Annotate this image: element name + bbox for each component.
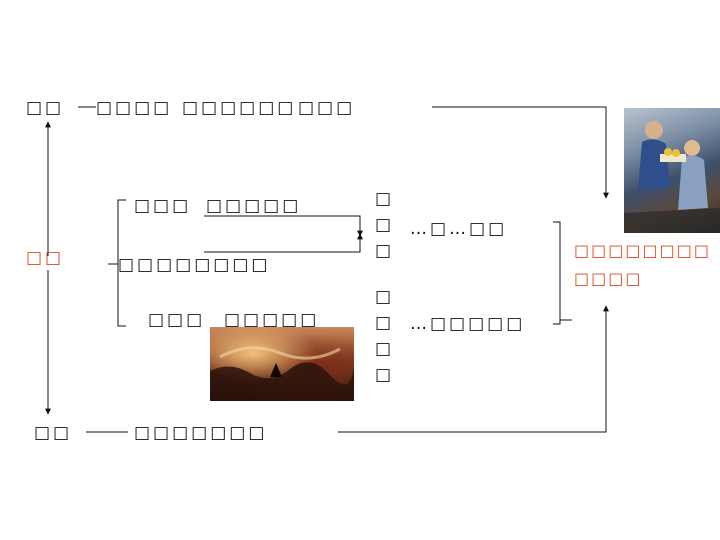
top-arrow	[432, 106, 609, 199]
bottom-node: □□	[34, 423, 73, 443]
left-brace	[117, 199, 126, 327]
top-text-c: □□□	[298, 98, 356, 118]
branch-2-text: □□□□□□□□	[118, 255, 271, 275]
vertical-label-upper: □ □ □	[374, 189, 392, 261]
family-illustration-image	[624, 108, 720, 233]
bottom-arrow	[338, 305, 609, 433]
right-brace	[553, 221, 561, 325]
conclusion-line-2: □□□□	[574, 269, 643, 288]
branch-1-prefix: □□□	[134, 196, 192, 216]
vertical-label-lower: □ □ □ □	[374, 287, 392, 385]
top-node: □□	[26, 98, 65, 118]
branch-3-prefix: □□□	[148, 310, 206, 330]
result-upper: …□…□□	[410, 219, 508, 239]
center-node: □□	[26, 248, 65, 268]
conclusion-line-1: □□□□□□□□	[574, 241, 711, 260]
top-text-a: □□□□	[96, 98, 173, 118]
stormy-sea-image	[210, 327, 354, 401]
result-lower: …□□□□□	[410, 314, 526, 334]
branch-3-text: □□□□□	[224, 310, 320, 330]
bottom-text: □□□□□□□	[134, 423, 268, 443]
branch-1-text: □□□□□	[206, 196, 302, 216]
top-text-b: □□□□□□	[182, 98, 297, 118]
